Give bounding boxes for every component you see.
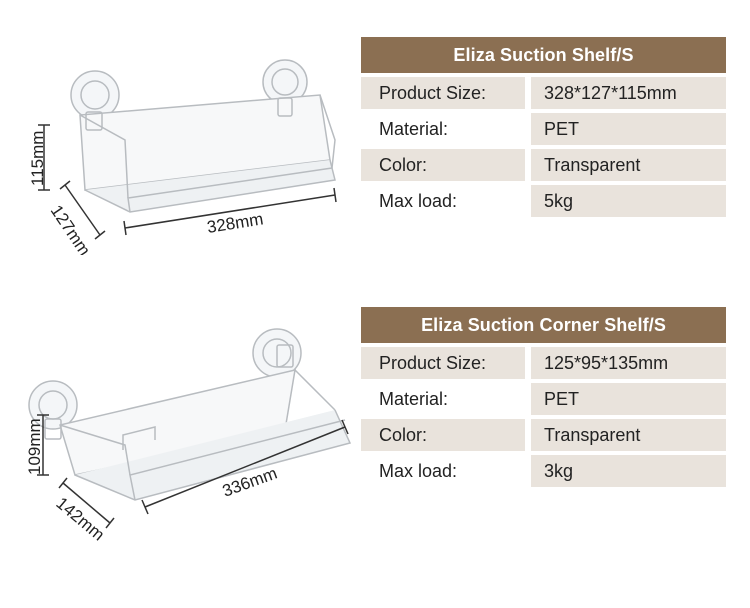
depth-dimension-label: 127mm <box>47 202 94 255</box>
suction-shelf-illustration: 115mm 127mm 328mm <box>28 59 337 255</box>
spec-row-size: Product Size: 328*127*115mm <box>361 77 726 109</box>
spec-value: 125*95*135mm <box>531 347 726 379</box>
spec-value: Transparent <box>531 419 726 451</box>
spec-row-max-load: Max load: 3kg <box>361 455 726 487</box>
spec-label: Max load: <box>379 460 458 481</box>
spec-value: Transparent <box>531 149 726 181</box>
spec-table-suction-shelf: Eliza Suction Shelf/S Product Size: 328*… <box>361 37 726 217</box>
depth-dimension-label: 142mm <box>52 494 108 545</box>
spec-label: Max load: <box>379 190 458 211</box>
spec-label: Color: <box>361 149 525 181</box>
height-dimension-label: 109mm <box>25 418 44 475</box>
spec-label: Color: <box>361 419 525 451</box>
spec-value: PET <box>531 383 726 415</box>
spec-value: 3kg <box>531 455 726 487</box>
spec-value: 5kg <box>531 185 726 217</box>
spec-table-suction-corner-shelf: Eliza Suction Corner Shelf/S Product Siz… <box>361 307 726 487</box>
spec-row-max-load: Max load: 5kg <box>361 185 726 217</box>
spec-value: 328*127*115mm <box>531 77 726 109</box>
product-title: Eliza Suction Shelf/S <box>361 37 726 73</box>
suction-corner-shelf-illustration: 109mm 142mm 336mm <box>25 328 352 545</box>
spec-row-material: Material: PET <box>361 383 726 415</box>
spec-label: Material: <box>379 118 449 139</box>
product-title: Eliza Suction Corner Shelf/S <box>361 307 726 343</box>
spec-row-material: Material: PET <box>361 113 726 145</box>
spec-value: PET <box>531 113 726 145</box>
spec-label: Product Size: <box>361 347 525 379</box>
spec-row-color: Color: Transparent <box>361 419 726 451</box>
height-dimension-label: 115mm <box>28 131 47 186</box>
spec-row-color: Color: Transparent <box>361 149 726 181</box>
spec-row-size: Product Size: 125*95*135mm <box>361 347 726 379</box>
spec-label: Product Size: <box>361 77 525 109</box>
spec-label: Material: <box>379 388 449 409</box>
